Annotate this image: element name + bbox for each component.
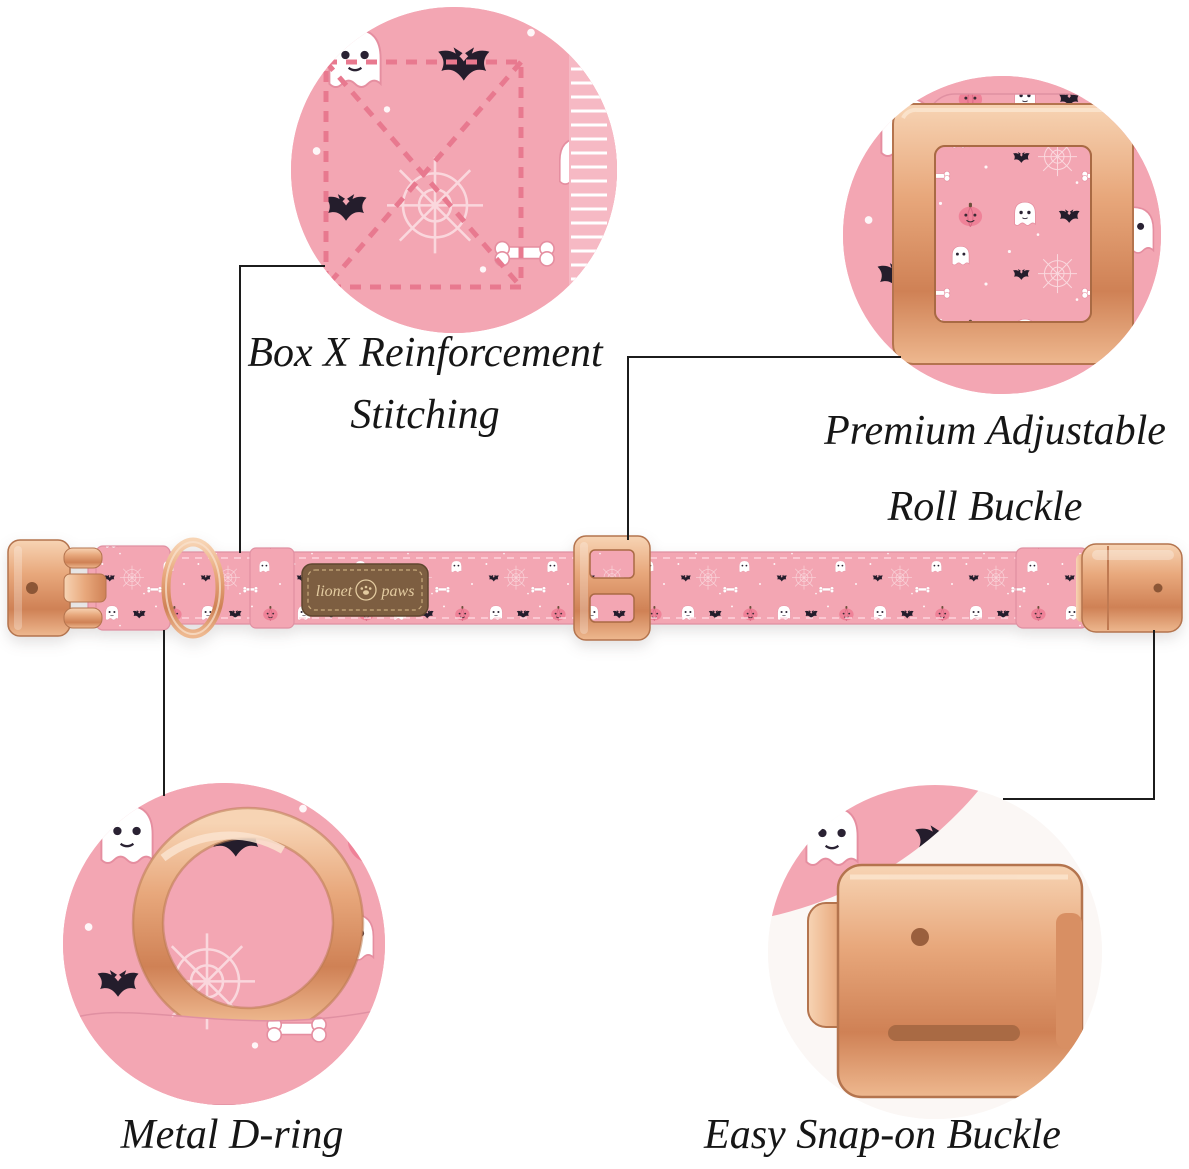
leader-line-snap-buckle-h: [1003, 798, 1155, 800]
label-roll-buckle-line1: Premium Adjustable: [824, 408, 1166, 454]
leader-line-stitching-h: [239, 265, 325, 267]
leader-line-d-ring-v: [163, 630, 165, 796]
leader-line-snap-buckle-v: [1153, 630, 1155, 800]
label-roll-buckle-line2: Roll Buckle: [887, 484, 1083, 530]
roll-buckle-frame: [892, 103, 1134, 365]
leader-line-stitching-v: [239, 265, 241, 553]
label-snap-buckle: Easy Snap-on Buckle: [704, 1112, 1061, 1158]
callout-photo-snap-buckle: [768, 785, 1102, 1119]
paw-icon: [360, 585, 372, 595]
callout-photo-roll-buckle: [843, 76, 1161, 394]
label-stitching-line1: Box X Reinforcement: [247, 330, 603, 376]
label-stitching-line2: Stitching: [350, 392, 500, 438]
leader-line-roll-buckle-v: [627, 356, 629, 540]
callout-photo-d-ring: [63, 783, 385, 1105]
callout-photo-stitching: [291, 7, 617, 333]
collar: lionet paws: [7, 535, 1183, 641]
fabric-keeper-loop: [249, 547, 295, 629]
buckle-female-part: [1076, 543, 1183, 633]
d-ring: [161, 537, 225, 639]
brand-tag: lionet paws: [301, 563, 429, 617]
tag-brand-left-text: lionet: [316, 583, 353, 600]
fabric-fold-left: [95, 545, 171, 631]
box-x-stitch-lines: [323, 59, 524, 290]
leader-line-roll-buckle-h: [627, 356, 901, 358]
buckle-male-part: [7, 539, 107, 637]
label-d-ring: Metal D-ring: [120, 1112, 344, 1158]
tag-brand-right-text: paws: [381, 583, 415, 600]
fabric-wrap: [63, 1008, 385, 1105]
snap-buckle-closeup: [807, 863, 1084, 1099]
tag-logo-ring: [355, 579, 377, 601]
roll-buckle: [573, 535, 651, 641]
